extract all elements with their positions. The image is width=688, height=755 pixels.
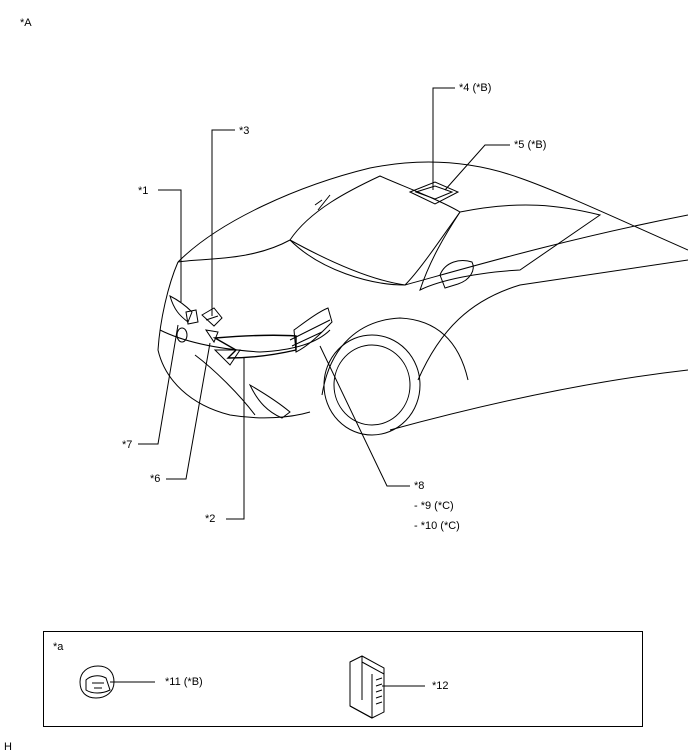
callout-10: - *10 (*C) xyxy=(414,520,460,532)
fog-lamp xyxy=(248,383,291,419)
figure-marker: *A xyxy=(20,17,32,29)
beltline xyxy=(404,214,688,286)
leader-3 xyxy=(211,129,235,316)
sensor-mid xyxy=(204,329,219,344)
part-11-icon xyxy=(79,665,115,699)
leader-2 xyxy=(226,357,245,520)
headlamp-left xyxy=(169,295,193,323)
front-left-edge xyxy=(157,261,311,419)
leader-6 xyxy=(166,342,211,480)
car-roof-line xyxy=(177,161,688,263)
radar-cover xyxy=(212,334,297,359)
leader-8 xyxy=(319,345,410,487)
callout-5: *5 (*B) xyxy=(514,139,547,151)
callout-2: *2 xyxy=(205,513,216,525)
side-mirror xyxy=(439,260,474,289)
inset-panel xyxy=(43,631,643,727)
callout-7: *7 xyxy=(122,439,133,451)
callout-6: *6 xyxy=(150,473,161,485)
leader-4 xyxy=(432,87,455,190)
headlamp-right xyxy=(293,307,333,353)
side-window xyxy=(419,204,602,291)
sensor-left xyxy=(185,309,199,325)
callout-1: *1 xyxy=(138,185,149,197)
part-12-icon xyxy=(349,655,385,719)
callout-11: *11 (*B) xyxy=(165,676,203,688)
callout-3: *3 xyxy=(239,125,250,137)
callout-4: *4 (*B) xyxy=(459,82,492,94)
leader-5 xyxy=(444,144,510,191)
sensor-bracket xyxy=(201,307,223,327)
corner-marker: H xyxy=(4,741,12,753)
door-line xyxy=(417,259,688,381)
front-bumper xyxy=(159,329,331,353)
callout-12: *12 xyxy=(432,680,449,692)
rocker xyxy=(389,369,688,431)
inset-marker: *a xyxy=(53,641,64,653)
hood-line xyxy=(177,239,406,286)
leader-7 xyxy=(138,324,179,445)
callout-8: *8 xyxy=(414,480,425,492)
roof-module xyxy=(408,181,460,205)
callout-9: - *9 (*C) xyxy=(414,500,454,512)
leader-1 xyxy=(158,189,182,302)
